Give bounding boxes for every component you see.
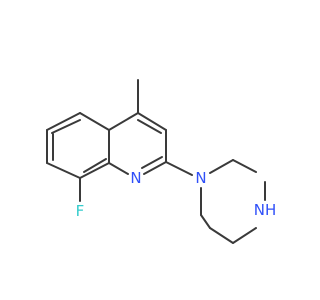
atom-fluorine: F: [76, 202, 85, 220]
atom-quinoline-nitrogen: N: [130, 169, 141, 187]
bond-25: [200, 214, 211, 229]
atom-label-layer: F N N NH: [76, 169, 277, 220]
bond-4: [83, 158, 107, 173]
molecule-canvas: F N N NH: [46, 79, 277, 244]
bond-23: [209, 227, 234, 244]
bond-19: [209, 159, 234, 174]
bond-22: [232, 227, 257, 244]
bond-11: [143, 161, 167, 175]
atom-piperazine-nitrogen: N: [195, 169, 206, 187]
bond-layer: [46, 79, 266, 244]
bond-18: [165, 161, 193, 176]
bond-8: [51, 119, 81, 134]
atom-piperazine-nh: NH: [254, 201, 277, 219]
bond-12: [141, 156, 163, 169]
bond-3: [79, 162, 110, 179]
bond-14: [137, 112, 167, 131]
bond-2: [46, 162, 81, 179]
bond-16: [108, 112, 139, 131]
bond-15: [137, 119, 162, 134]
molecule-structure: F N N NH: [46, 79, 277, 244]
bond-7: [46, 112, 81, 131]
bond-20: [232, 159, 257, 173]
bond-6: [79, 112, 110, 131]
bond-10: [108, 162, 129, 175]
